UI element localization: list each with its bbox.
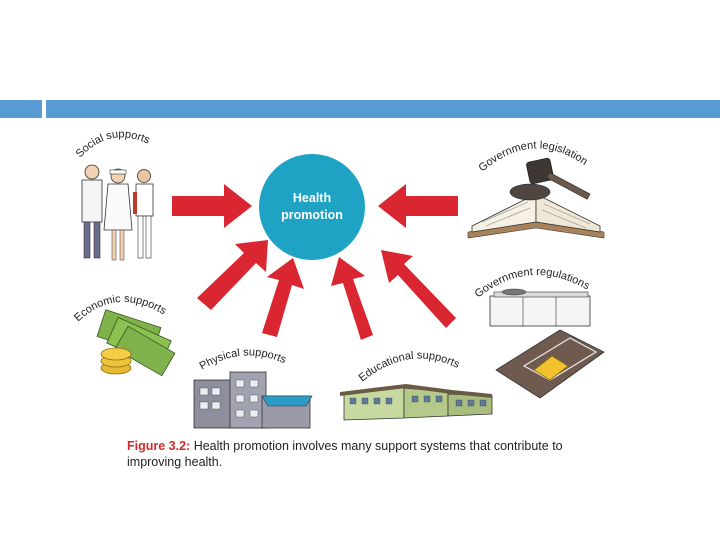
figure-caption-text: Health promotion involves many support s… (127, 439, 563, 469)
label-social-supports: Social supports (74, 128, 152, 160)
arrow-from-gov-legislation (378, 184, 458, 228)
center-label-line1: Health (293, 191, 331, 205)
educational-supports-illustration (340, 384, 493, 421)
title-bar-left (0, 100, 42, 118)
arrow-from-gov-regulations (381, 250, 456, 328)
center-circle (259, 154, 365, 260)
social-supports-illustration (81, 164, 154, 261)
center-label-line2: promotion (281, 208, 343, 222)
arrows (172, 184, 458, 340)
title-bar-right (46, 100, 720, 118)
gov-regulations-illustration (489, 288, 605, 399)
economic-supports-illustration (96, 309, 176, 377)
figure-number: Figure 3.2: (127, 439, 191, 453)
center-node: Health promotion (259, 154, 365, 260)
arrow-from-physical (262, 258, 304, 337)
label-educational-supports: Educational supports (357, 349, 462, 384)
arrow-from-social (172, 184, 252, 228)
label-physical-supports: Physical supports (198, 346, 289, 372)
arrow-from-educational (331, 257, 373, 340)
figure-caption: Figure 3.2: Health promotion involves ma… (127, 438, 597, 470)
gov-legislation-illustration (467, 157, 605, 239)
arrow-from-economic (197, 240, 268, 310)
physical-supports-illustration (193, 371, 313, 429)
